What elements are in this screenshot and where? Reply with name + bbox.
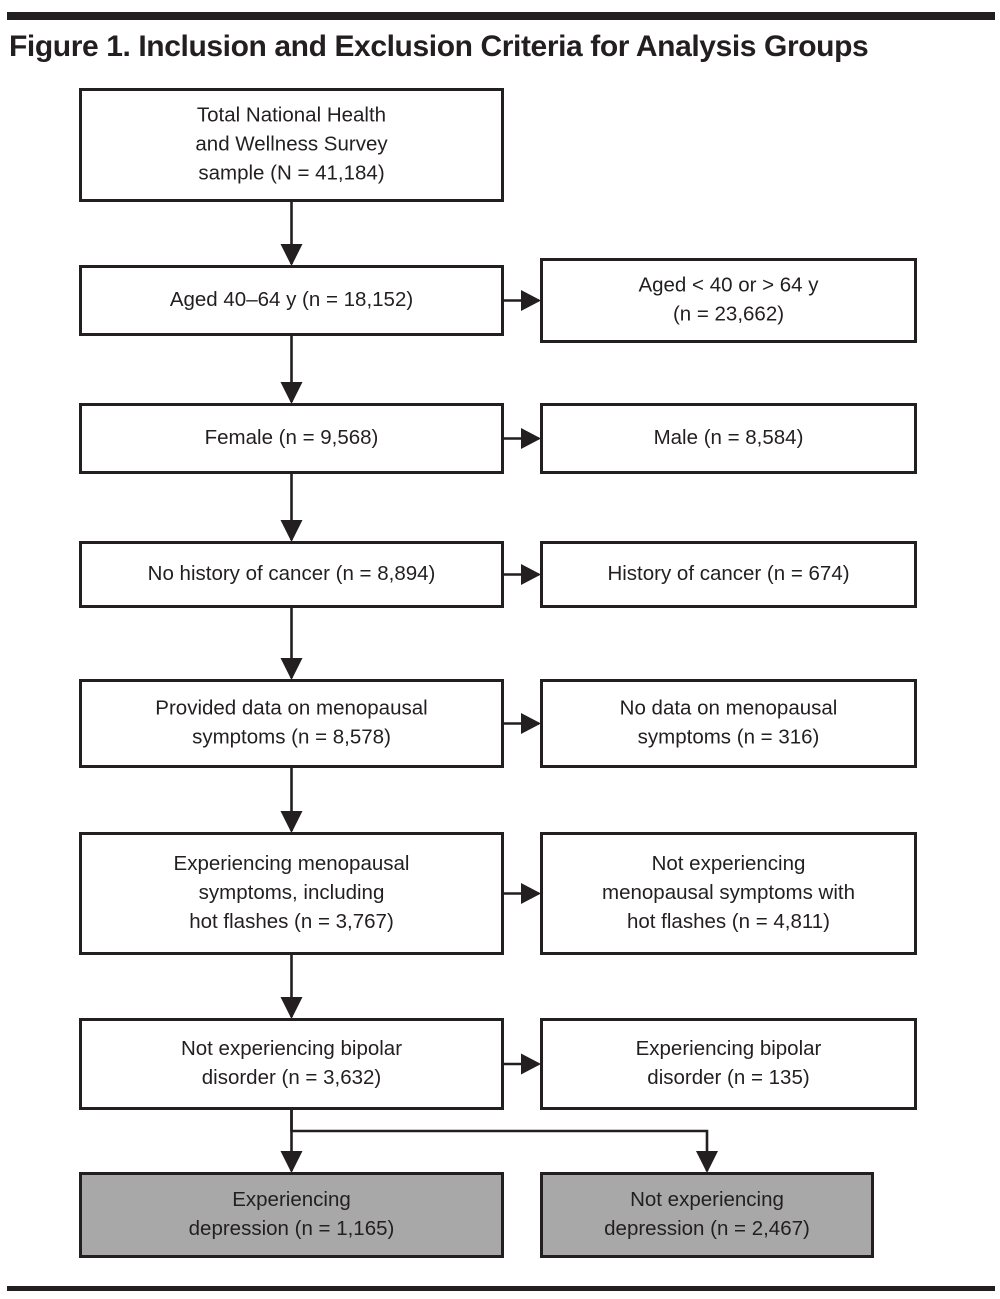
node-label-line: sample (N = 41,184): [198, 161, 384, 184]
node-label-line: (n = 23,662): [673, 302, 784, 325]
arrow-head: [280, 382, 303, 404]
flow-edge-not-bipolar-to-bipolar: [504, 1053, 541, 1075]
node-label-line: depression (n = 2,467): [604, 1217, 810, 1240]
flow-node-total-sample: Total National Health and Wellness Survey…: [79, 88, 504, 202]
node-label-line: disorder (n = 3,632): [202, 1066, 381, 1089]
node-label-line: Not experiencing: [652, 852, 806, 875]
flow-edge-no-history-cancer-to-history-cancer: [504, 564, 541, 585]
node-label-line: menopausal symptoms with: [602, 881, 855, 904]
node-label-line: No data on menopausal: [620, 696, 838, 719]
node-rect: [540, 403, 917, 474]
node-rect: [79, 265, 504, 336]
connector-elbow: [290, 1110, 709, 1171]
flow-node-experiencing-menopausal-hot-flashes: Experiencing menopausal symptoms, includi…: [79, 832, 504, 955]
node-label-line: Provided data on menopausal: [155, 696, 427, 719]
bottom-rule: [7, 1286, 995, 1291]
flow-node-history-cancer: History of cancer (n = 674): [540, 541, 917, 608]
node-label-line: Experiencing bipolar: [636, 1037, 822, 1060]
arrow-head: [280, 811, 303, 833]
arrow-head: [521, 428, 541, 449]
node-rect: [540, 1172, 874, 1258]
flow-node-not-experiencing-hot-flashes: Not experiencing menopausal symptoms with…: [540, 832, 917, 955]
arrow-head: [521, 290, 541, 311]
node-label-line: Aged < 40 or > 64 y: [638, 273, 819, 296]
flow-edge-total-sample-to-aged-40-64: [280, 202, 303, 266]
node-rect: [79, 88, 504, 202]
arrow-head: [280, 658, 303, 680]
flow-node-no-menopausal-data: No data on menopausal symptoms (n = 316): [540, 679, 917, 768]
node-label-line: Male (n = 8,584): [654, 426, 804, 449]
node-rect: [540, 541, 917, 608]
node-rect: [79, 1018, 504, 1110]
node-label-line: Female (n = 9,568): [205, 426, 379, 449]
node-label-line: Not experiencing: [630, 1188, 784, 1211]
node-rect: [540, 1018, 917, 1110]
flow-edge-female-to-male: [504, 428, 541, 449]
flow-node-male: Male (n = 8,584): [540, 403, 917, 474]
node-label-line: symptoms (n = 316): [638, 725, 820, 748]
node-label-line: Aged 40–64 y (n = 18,152): [170, 288, 413, 311]
node-label-line: Not experiencing bipolar: [181, 1037, 402, 1060]
arrow-head: [280, 1151, 303, 1173]
arrow-head: [696, 1151, 718, 1173]
arrow-head: [521, 1053, 541, 1075]
flow-edge-provided-menopausal-data-to-experiencing-menopausal-hot-flashes: [280, 768, 303, 833]
flow-edge-no-history-cancer-to-provided-menopausal-data: [280, 608, 303, 680]
node-label-line: symptoms (n = 8,578): [192, 725, 391, 748]
node-rect: [79, 1172, 504, 1258]
node-rect: [540, 258, 917, 343]
flow-edge-female-to-no-history-cancer: [280, 474, 303, 542]
node-rect: [79, 832, 504, 955]
flow-node-bipolar: Experiencing bipolar disorder (n = 135): [540, 1018, 917, 1110]
flow-node-aged-excluded: Aged < 40 or > 64 y (n = 23,662): [540, 258, 917, 343]
arrow-head: [280, 244, 303, 266]
flow-edge-experiencing-menopausal-hot-flashes-to-not-bipolar: [280, 955, 303, 1019]
node-label-line: symptoms, including: [199, 881, 385, 904]
flow-node-aged-40-64: Aged 40–64 y (n = 18,152): [79, 265, 504, 336]
arrow-head: [280, 997, 303, 1019]
flow-edge-aged-40-64-to-aged-excluded: [504, 290, 541, 311]
node-rect: [540, 679, 917, 768]
flow-edge-not-bipolar-to-not-experiencing-depression: [290, 1110, 718, 1173]
flow-edge-experiencing-menopausal-hot-flashes-to-not-experiencing-hot-flashes: [504, 883, 541, 904]
flow-node-not-experiencing-depression: Not experiencing depression (n = 2,467): [540, 1172, 874, 1258]
flow-node-provided-menopausal-data: Provided data on menopausal symptoms (n =…: [79, 679, 504, 768]
top-rule: [7, 12, 995, 20]
node-label-line: hot flashes (n = 3,767): [189, 910, 394, 933]
flow-node-female: Female (n = 9,568): [79, 403, 504, 474]
node-rect: [79, 679, 504, 768]
flow-edge-aged-40-64-to-female: [280, 336, 303, 404]
node-label-line: disorder (n = 135): [647, 1066, 809, 1089]
flow-node-no-history-cancer: No history of cancer (n = 8,894): [79, 541, 504, 608]
flow-node-not-bipolar: Not experiencing bipolar disorder (n = 3,…: [79, 1018, 504, 1110]
flow-node-experiencing-depression: Experiencing depression (n = 1,165): [79, 1172, 504, 1258]
node-label-line: Experiencing: [232, 1188, 351, 1211]
node-label-line: hot flashes (n = 4,811): [627, 910, 830, 933]
node-label-line: Experiencing menopausal: [174, 852, 410, 875]
figure-title: Figure 1. Inclusion and Exclusion Criter…: [9, 30, 869, 63]
arrow-head: [521, 713, 541, 734]
node-rect: [79, 541, 504, 608]
arrow-head: [521, 883, 541, 904]
node-rect: [79, 403, 504, 474]
arrow-head: [280, 520, 303, 542]
node-label-line: depression (n = 1,165): [189, 1217, 395, 1240]
node-rect: [540, 832, 917, 955]
flow-edge-provided-menopausal-data-to-no-menopausal-data: [504, 713, 541, 734]
arrow-head: [521, 564, 541, 585]
node-label-line: and Wellness Survey: [195, 132, 388, 155]
node-label-line: No history of cancer (n = 8,894): [148, 562, 436, 585]
node-label-line: Total National Health: [197, 103, 386, 126]
node-label-line: History of cancer (n = 674): [607, 562, 849, 585]
edges-layer: [280, 202, 718, 1173]
nodes-layer: Total National Health and Wellness Survey…: [79, 88, 917, 1258]
